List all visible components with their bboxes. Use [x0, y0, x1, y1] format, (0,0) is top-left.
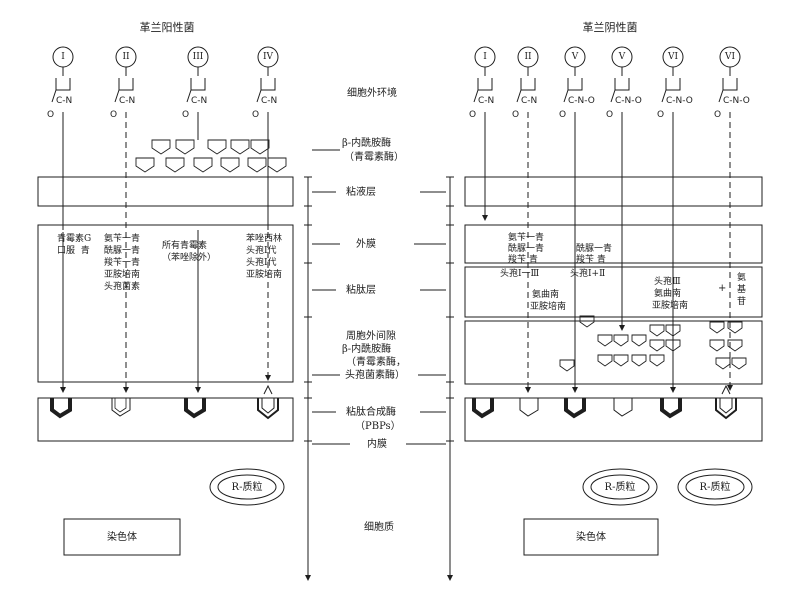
- label-lactamase-sub: （青霉素酶）: [344, 152, 404, 163]
- right-drug-type-4: V: [618, 52, 626, 62]
- left-plasmid-label: R-质粒: [231, 482, 263, 493]
- left-cell-wall: [37, 224, 294, 383]
- svg-text:O: O: [469, 110, 476, 120]
- right-om-1: 氨苄一青: [508, 233, 545, 243]
- label-inner-membrane: 内膜: [367, 439, 387, 450]
- left-column-1: 青霉素G 口服 青: [57, 234, 92, 256]
- right-drug-type-3: V: [571, 52, 579, 62]
- right-title: 革兰阴性菌: [582, 21, 638, 34]
- svg-text:O: O: [657, 110, 664, 120]
- svg-text:C-N: C-N: [261, 96, 277, 106]
- svg-text:C-N: C-N: [56, 96, 72, 106]
- right-periplasm: [464, 320, 763, 385]
- right-outer-membrane: [464, 224, 763, 264]
- right-om-2: 酰脲一青: [508, 244, 545, 254]
- left-inner-membrane: [37, 397, 294, 442]
- right-chromosome-box: [523, 518, 659, 556]
- right-pg-6: 氨曲南: [654, 289, 682, 299]
- right-peptidoglycan: [464, 266, 763, 318]
- right-pg-side: 氨 基 苷: [737, 273, 747, 307]
- label-cytoplasm: 细胞质: [364, 522, 394, 533]
- right-drug-type-2: II: [524, 52, 532, 62]
- svg-text:C-N-O: C-N-O: [568, 96, 595, 106]
- label-pbp-1: 粘肽合成酶: [346, 407, 396, 418]
- right-pg-7: 亚胺培南: [652, 301, 689, 311]
- label-periplasm-1: 周胞外间隙: [346, 331, 396, 342]
- svg-text:O: O: [606, 110, 613, 120]
- left-drug-type-2: II: [122, 52, 130, 62]
- right-mucus-layer: [464, 176, 763, 207]
- right-pg-2: 头孢I+Ⅱ: [570, 269, 606, 279]
- right-pg-4: 亚胺培南: [530, 302, 567, 312]
- svg-text:C-N-O: C-N-O: [723, 96, 750, 106]
- right-pg-1: 头孢I一Ⅲ: [500, 269, 540, 279]
- label-periplasm-4: 头孢菌素酶）: [345, 370, 405, 381]
- left-title: 革兰阳性菌: [139, 21, 195, 34]
- label-periplasm-2: β-内酰胺酶: [342, 344, 392, 355]
- left-chromosome-box: [63, 518, 181, 556]
- left-chromosome-label: 染色体: [107, 532, 137, 543]
- svg-text:C-N: C-N: [521, 96, 537, 106]
- label-periplasm-3: （青霉素酶，: [346, 357, 406, 368]
- label-pbp-2: （PBPs）: [355, 421, 401, 432]
- right-pg-5: 头孢Ⅲ: [654, 277, 681, 287]
- svg-text:O: O: [512, 110, 519, 120]
- left-mucus-layer: [37, 176, 294, 207]
- svg-text:C-N: C-N: [191, 96, 207, 106]
- right-om-4: 酰脲一青: [576, 244, 613, 254]
- label-peptidoglycan: 粘肽层: [346, 285, 376, 296]
- left-drug-type-4: IV: [262, 52, 274, 62]
- right-chromosome-label: 染色体: [576, 532, 606, 543]
- right-drug-type-1: I: [483, 52, 487, 62]
- label-extracellular: 细胞外环境: [347, 88, 397, 99]
- right-plasmid-label-2: R-质粒: [699, 482, 731, 493]
- svg-text:C-N: C-N: [119, 96, 135, 106]
- left-column-4: 苯唑西林 头孢I代 头孢I代 亚胺培南: [246, 234, 283, 280]
- left-drug-type-3: III: [192, 52, 204, 62]
- right-om-5: 羧苄 青: [576, 255, 606, 265]
- right-plasmid-label-1: R-质粒: [604, 482, 636, 493]
- label-mucus: 粘液层: [346, 187, 376, 198]
- svg-text:O: O: [559, 110, 566, 120]
- label-lactamase: β-内酰胺酶: [342, 138, 392, 149]
- left-drug-type-1: I: [61, 52, 65, 62]
- svg-text:O: O: [252, 110, 259, 120]
- left-column-2: 氨苄一青 酰脲一青 羧苄一青 亚胺培南 头孢菌素: [104, 234, 141, 292]
- svg-text:O: O: [110, 110, 117, 120]
- right-pg-plus: +: [718, 283, 727, 294]
- left-column-3: 所有青霉素 （苯唑除外）: [162, 241, 217, 263]
- svg-text:O: O: [182, 110, 189, 120]
- svg-text:C-N-O: C-N-O: [615, 96, 642, 106]
- right-drug-type-6: VI: [724, 52, 736, 62]
- svg-text:O: O: [714, 110, 721, 120]
- right-drug-type-5: VI: [667, 52, 679, 62]
- svg-text:C-N: C-N: [478, 96, 494, 106]
- right-pg-3: 氨曲南: [532, 290, 560, 300]
- label-outer-membrane: 外膜: [356, 239, 376, 250]
- right-om-3: 羧苄 青: [508, 255, 538, 265]
- svg-text:O: O: [47, 110, 54, 120]
- svg-text:C-N-O: C-N-O: [666, 96, 693, 106]
